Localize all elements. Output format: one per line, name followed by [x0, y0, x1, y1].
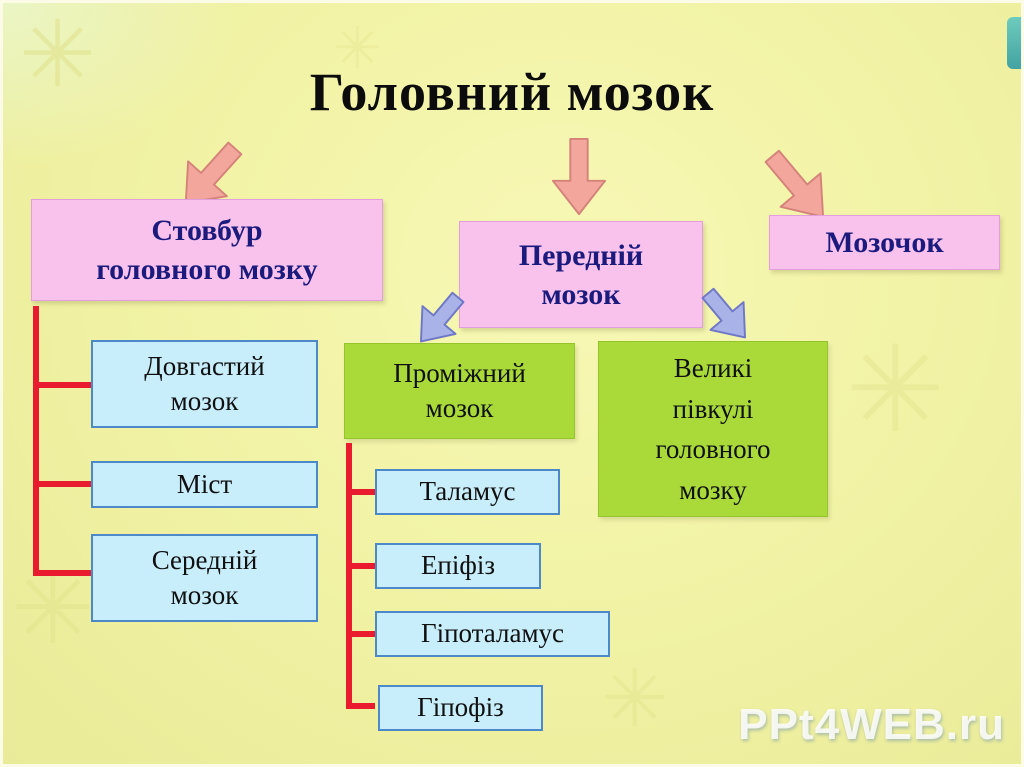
node-velyki-pivkuli: Великі півкулі головного мозку [598, 341, 828, 517]
node-talamus: Таламус [375, 469, 560, 515]
flower-decoration: ✳ [333, 14, 382, 82]
node-dovhastyi-mozok: Довгастий мозок [91, 340, 318, 428]
arrow-title-to-peredniy [550, 137, 608, 217]
flower-decoration: ✳ [845, 321, 946, 460]
arrow-peredniy-to-pivkuli [689, 277, 766, 355]
node-seredniy-mozok: Середній мозок [91, 534, 318, 622]
connector-promizhnyi-branch-1 [346, 489, 375, 495]
connector-stovbur-branch-2 [33, 481, 91, 487]
connector-stovbur-vertical [33, 306, 39, 576]
node-mist: Міст [91, 461, 318, 508]
node-stovbur-holovnoho-mozku: Стовбур головного мозку [31, 199, 383, 301]
connector-promizhnyi-branch-3 [346, 631, 375, 637]
flower-decoration: ✳ [19, 1, 97, 108]
connector-promizhnyi-branch-4 [346, 703, 375, 709]
node-mozochok: Мозочок [769, 215, 1000, 270]
node-epifiz: Епіфіз [375, 543, 541, 589]
connector-promizhnyi-branch-2 [346, 563, 375, 569]
watermark: PPt4WEB.ru [738, 700, 1005, 749]
node-promizhnyi-mozok: Проміжний мозок [344, 343, 575, 439]
node-hipotalamus: Гіпоталамус [375, 611, 610, 657]
teal-edge-decoration [1007, 17, 1021, 69]
connector-stovbur-branch-3 [33, 570, 91, 576]
connector-promizhnyi-vertical [346, 443, 352, 709]
diagram-title: Головний мозок [309, 62, 715, 122]
flower-decoration: ✳ [601, 652, 669, 745]
arrow-peredniy-to-promizhnyi [401, 281, 478, 359]
connector-stovbur-branch-1 [33, 382, 91, 388]
node-hipofiz: Гіпофіз [378, 685, 543, 731]
arrow-title-to-mozochok [749, 136, 847, 238]
node-peredniy-mozok: Передній мозок [459, 221, 703, 328]
